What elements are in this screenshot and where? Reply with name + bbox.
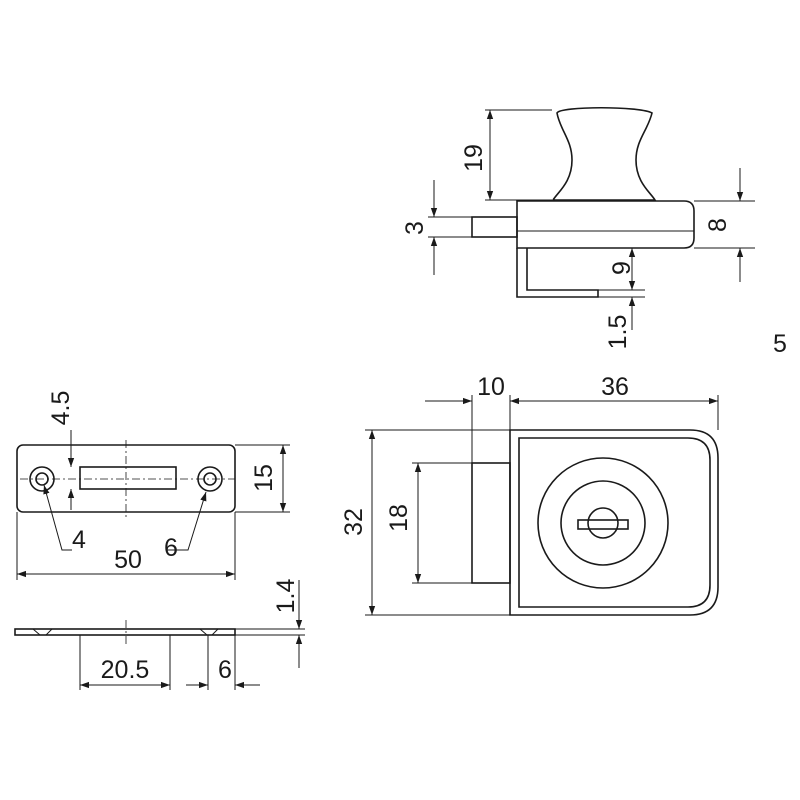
keyway-slot (577, 519, 629, 530)
dim-label-1-4: 1.4 (272, 579, 300, 614)
stray-label: 5 (773, 330, 787, 358)
dim-label-9: 9 (608, 261, 636, 275)
dim-hole-offset: 4.5 (47, 391, 75, 510)
dim-label-4: 4 (72, 526, 86, 554)
dim-label-32: 32 (340, 508, 368, 536)
dim-label-1-5: 1.5 (604, 315, 632, 350)
lock-side-view (471, 106, 695, 298)
dim-label-50: 50 (114, 546, 142, 574)
lock-base (516, 200, 695, 249)
keyway-circle (587, 507, 619, 539)
dim-plate-height: 15 (235, 444, 290, 513)
dim-label-36: 36 (601, 373, 629, 401)
strike-side-outline (14, 628, 236, 636)
cylinder-outer (537, 457, 669, 589)
dim-side-width: 10 (425, 373, 515, 463)
dim-knob-height: 19 (460, 109, 552, 201)
dim-body-height: 32 (340, 429, 510, 616)
dim-plate-length: 50 (16, 512, 236, 580)
dim-label-19: 19 (460, 144, 488, 172)
knob-outline (551, 106, 657, 201)
dim-label-8: 8 (704, 218, 732, 232)
dim-label-20-5: 20.5 (101, 656, 150, 684)
lock-side-block (471, 462, 511, 584)
dim-base-height: 8 (694, 168, 755, 282)
lock-front-view (471, 429, 719, 616)
dim-hook-thickness: 1.5 (604, 297, 636, 350)
lock-pin (471, 216, 518, 238)
strike-plate-side (14, 620, 236, 645)
dim-label-4-5: 4.5 (47, 391, 75, 426)
dim-hook-gap: 9 (598, 248, 645, 298)
dim-end-length: 6 (186, 635, 260, 690)
strike-plate-slot (79, 466, 177, 490)
dim-plate-thickness: 1.4 (235, 579, 305, 668)
dim-label-6: 6 (164, 534, 178, 562)
dim-body-width: 36 (510, 373, 719, 430)
dim-pin-height: 3 (401, 180, 472, 275)
dim-side-height: 18 (385, 462, 472, 584)
dim-slot-length: 20.5 (79, 635, 171, 690)
dim-label-15: 15 (250, 464, 278, 492)
dim-label-3: 3 (401, 221, 429, 235)
cylinder-inner (560, 480, 646, 566)
lock-hook (516, 248, 599, 298)
dim-hole-diameters: 4 6 (43, 484, 207, 562)
dim-label-6-bottom: 6 (218, 656, 232, 684)
dim-label-10: 10 (477, 373, 505, 401)
lock-body-outline (509, 429, 719, 616)
dim-label-18: 18 (385, 504, 413, 532)
strike-plate-front (16, 440, 236, 520)
